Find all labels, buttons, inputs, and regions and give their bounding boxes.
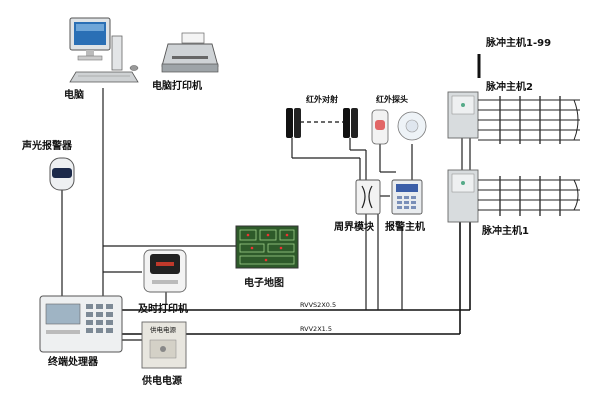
computer-printer-label: 电脑打印机 bbox=[152, 79, 202, 92]
alarm-host-label: 报警主机 bbox=[385, 220, 425, 233]
power-supply-device-text: 供电电源 bbox=[150, 325, 177, 334]
pulse-host-1-label: 脉冲主机1 bbox=[481, 224, 529, 237]
computer bbox=[69, 17, 139, 83]
power-supply-label: 供电电源 bbox=[141, 374, 182, 387]
alarm-host bbox=[391, 179, 423, 215]
infrared-detector bbox=[371, 109, 427, 145]
pulse-host-2-label: 脉冲主机2 bbox=[485, 80, 533, 93]
pulse-fence-2 bbox=[478, 96, 580, 144]
computer-label: 电脑 bbox=[64, 88, 84, 101]
sound-light-alarm-label: 声光报警器 bbox=[21, 139, 73, 152]
power-supply: 供电电源 bbox=[141, 321, 187, 369]
instant-printer-label: 及时打印机 bbox=[138, 302, 188, 315]
electronic-map bbox=[235, 225, 299, 269]
sound-light-alarm bbox=[49, 157, 75, 191]
infrared-beam-pair bbox=[286, 108, 358, 138]
pulse-host-range-label: 脉冲主机1-99 bbox=[485, 36, 551, 49]
wiring bbox=[61, 54, 481, 341]
cable-rvvs-label: RVVS2X0.5 bbox=[300, 301, 336, 309]
infrared-detector-label: 红外探头 bbox=[376, 94, 408, 104]
cable-rvv-label: RVV2X1.5 bbox=[300, 325, 332, 333]
terminal-processor bbox=[39, 295, 123, 353]
computer-printer bbox=[161, 32, 219, 73]
pulse-fence-1 bbox=[478, 176, 580, 216]
perimeter-module-label: 周界模块 bbox=[334, 220, 375, 233]
electronic-map-label: 电子地图 bbox=[244, 276, 284, 289]
terminal-processor-label: 终端处理器 bbox=[48, 355, 99, 368]
instant-printer bbox=[143, 249, 187, 293]
infrared-beam-label: 红外对射 bbox=[306, 94, 338, 104]
pulse-host-1 bbox=[447, 169, 479, 223]
pulse-host-2 bbox=[447, 91, 479, 139]
perimeter-module bbox=[355, 179, 381, 215]
